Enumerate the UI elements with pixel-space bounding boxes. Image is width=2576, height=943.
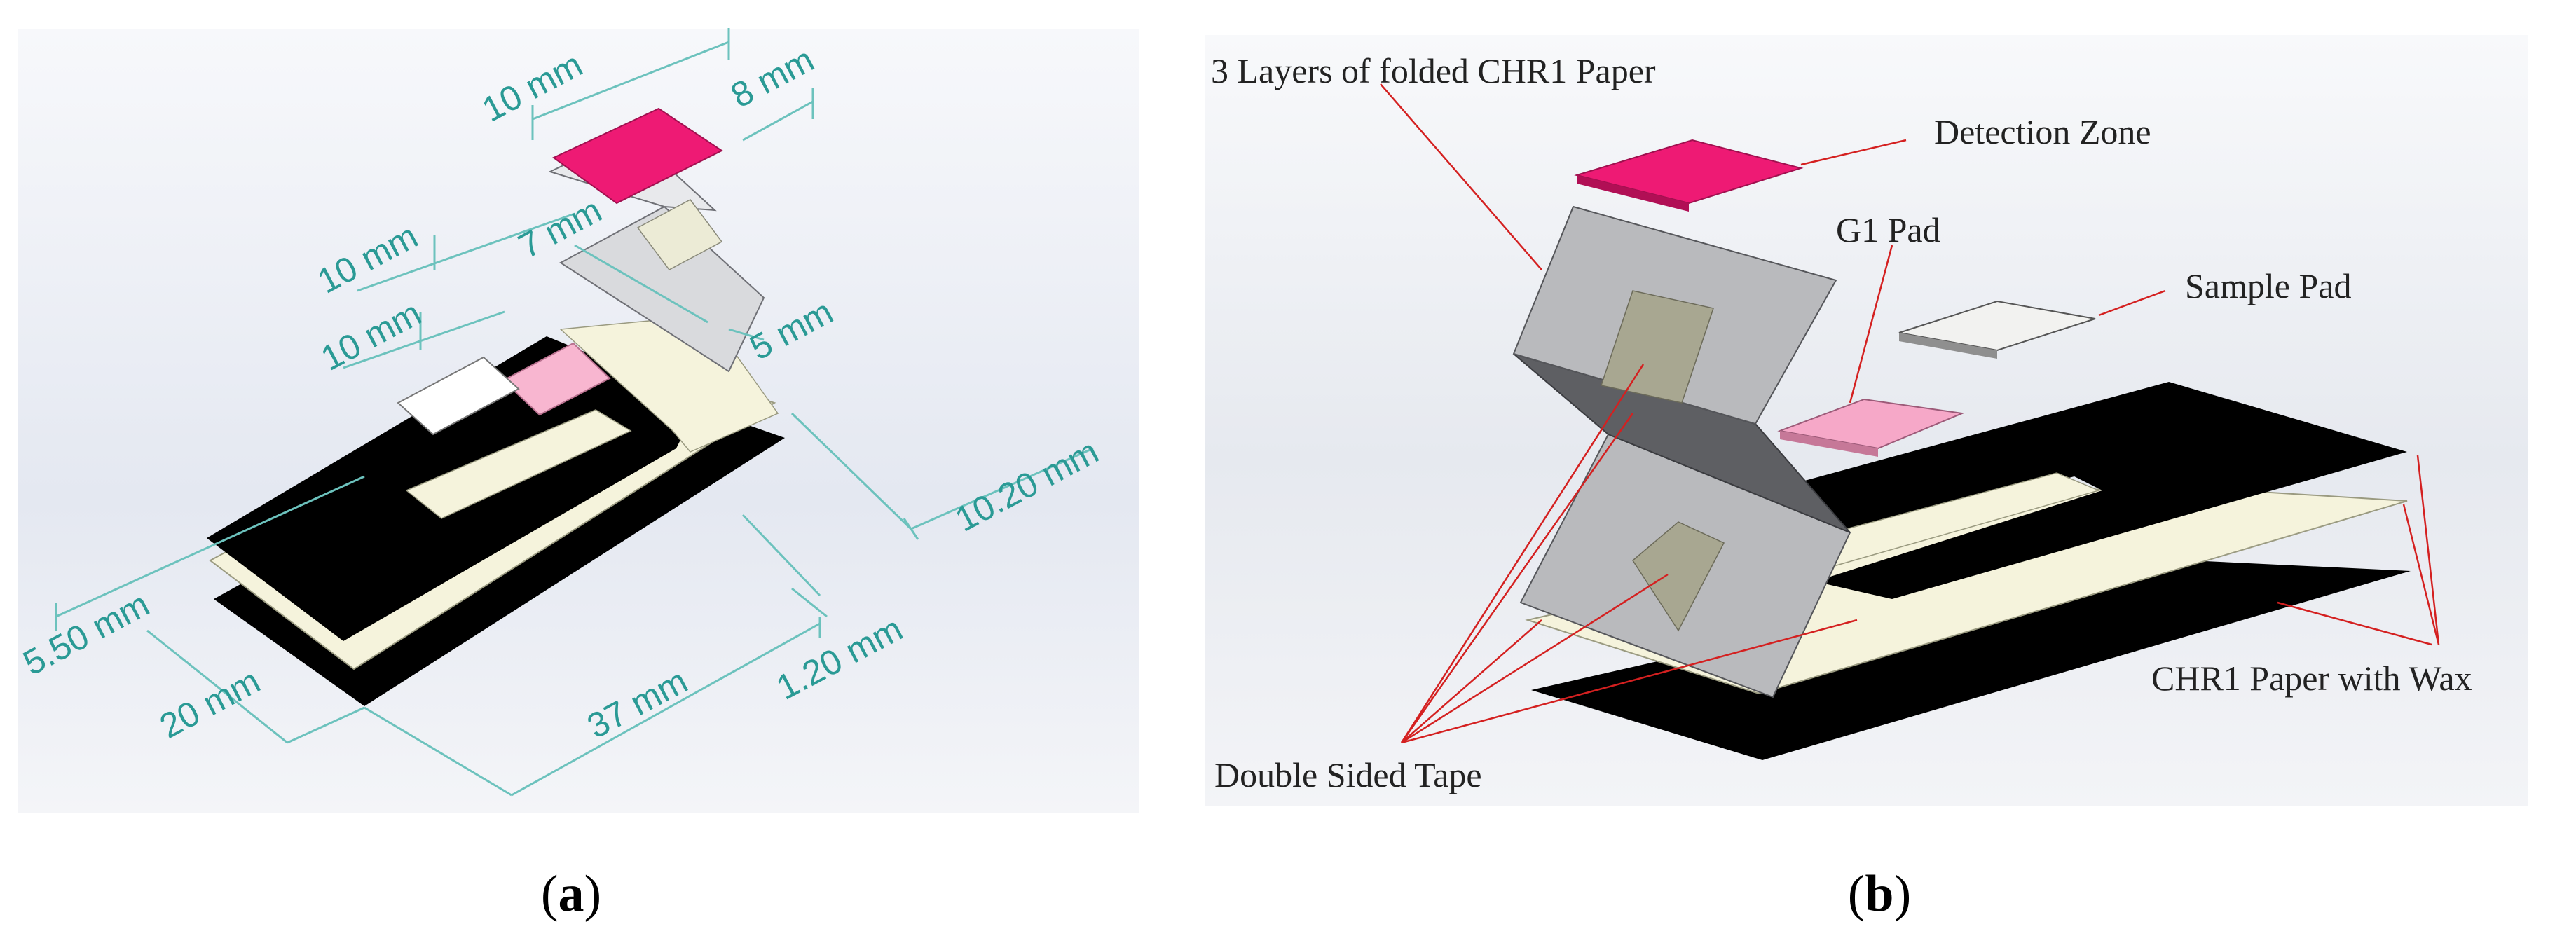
- dim-line-channel: [790, 412, 1094, 540]
- dim-line-strip: [55, 475, 365, 631]
- leader-g1-pad: [1849, 245, 1893, 404]
- panel-b: 3 Layers of folded CHR1 Paper Detection …: [1205, 35, 2528, 923]
- label-g1-pad: G1 Pad: [1836, 210, 1940, 249]
- detection-zone-edge: [1577, 175, 1689, 212]
- upper-panel-window: [1601, 290, 1714, 404]
- label-double-sided-tape: Double Sided Tape: [1214, 755, 1482, 794]
- leader-sample-pad: [2098, 289, 2166, 317]
- folded-paper-inner: [636, 199, 723, 270]
- bottom-wax-paper: [1531, 557, 2411, 760]
- dim-line-pad-width: [357, 212, 575, 292]
- dim-line-top-depth: [742, 88, 814, 142]
- panel-b-caption: (b): [1848, 865, 1911, 923]
- leader-detection-zone: [1800, 139, 1907, 166]
- leader-tape-2: [1400, 413, 1634, 743]
- leader-tape-3: [1401, 573, 1669, 744]
- g1-pad-edge: [1780, 431, 1878, 457]
- g1-pad: [502, 342, 611, 416]
- leader-wax-2: [2402, 504, 2440, 645]
- label-detection-zone: Detection Zone: [1934, 112, 2151, 151]
- dim-line-thickness: [741, 514, 828, 618]
- leader-wax-1: [2416, 455, 2440, 645]
- dim-line-fold: [574, 244, 765, 341]
- leader-tape-5: [1401, 619, 1858, 744]
- sample-pad: [397, 356, 520, 436]
- lower-panel-window: [1632, 521, 1725, 632]
- detection-zone-pad: [1574, 139, 1804, 205]
- folded-paper-lower: [559, 205, 765, 373]
- top-wax-paper: [1717, 382, 2407, 599]
- sample-pad-edge: [1899, 333, 1997, 359]
- label-wax-paper: CHR1 Paper with Wax: [2151, 659, 2472, 698]
- dim-line-base-width: [146, 629, 365, 744]
- dim-line-sample-width: [343, 310, 505, 369]
- detection-zone-pad: [552, 107, 723, 205]
- panel-a: 10 mm 8 mm 7 mm 5 mm 10 mm 10 mm 5.50 mm…: [17, 28, 1139, 923]
- leader-wax-3: [2277, 601, 2432, 646]
- panel-a-caption: (a): [541, 865, 601, 923]
- leader-folded-paper: [1380, 83, 1542, 270]
- dim-line-base-length: [364, 617, 821, 797]
- channel-strip: [405, 409, 632, 519]
- leader-tape-1: [1400, 364, 1645, 743]
- label-sample-pad: Sample Pad: [2185, 266, 2351, 305]
- dim-line-top-width: [531, 28, 730, 140]
- leader-tape-4: [1401, 619, 1542, 743]
- label-folded-paper: 3 Layers of folded CHR1 Paper: [1211, 51, 1656, 90]
